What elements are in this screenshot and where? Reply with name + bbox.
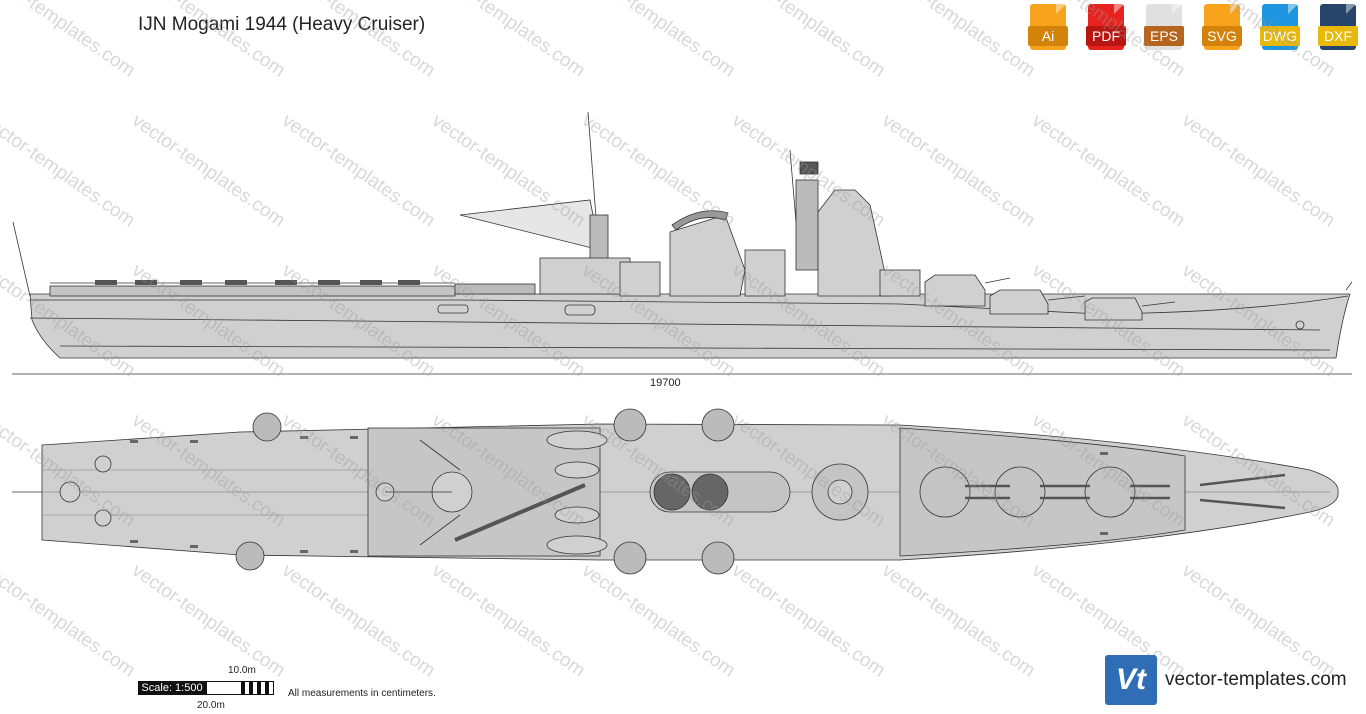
portholes bbox=[437, 304, 1305, 330]
stern-flagpole bbox=[12, 221, 31, 297]
scale-bar bbox=[206, 681, 274, 695]
format-icon-eps[interactable]: EPS bbox=[1144, 4, 1184, 52]
measurement-note: All measurements in centimeters. bbox=[288, 688, 436, 699]
turret-top bbox=[919, 466, 971, 518]
turret-b bbox=[924, 274, 986, 307]
turret-top bbox=[994, 466, 1046, 518]
scale-mark-20m: 20.0m bbox=[197, 700, 225, 711]
scale-mark-10m: 10.0m bbox=[228, 665, 256, 676]
length-dimension: 19700 bbox=[650, 377, 681, 389]
aircraft-rails bbox=[95, 280, 420, 285]
side-hull bbox=[29, 293, 1351, 359]
format-icon-pdf[interactable]: PDF bbox=[1086, 4, 1126, 52]
turret-a1 bbox=[1084, 297, 1143, 321]
scale-label: Scale: 1:500 bbox=[138, 681, 206, 695]
turret-top bbox=[1084, 466, 1136, 518]
aircraft-deck bbox=[49, 285, 456, 297]
format-label: SVG bbox=[1202, 26, 1242, 46]
aft-superstructure bbox=[539, 257, 631, 295]
format-icon-ai[interactable]: Ai bbox=[1028, 4, 1068, 52]
format-label: EPS bbox=[1144, 26, 1184, 46]
bow-jackstaff bbox=[1345, 281, 1353, 291]
turret-a2 bbox=[989, 289, 1049, 315]
page-title: IJN Mogami 1944 (Heavy Cruiser) bbox=[138, 14, 426, 35]
format-label: Ai bbox=[1028, 26, 1068, 46]
brand-site[interactable]: vector-templates.com bbox=[1165, 669, 1347, 690]
catapult-truss bbox=[454, 283, 536, 295]
small-aa-guns bbox=[130, 436, 1108, 553]
aft-derrick-boom bbox=[459, 199, 601, 251]
format-icon-svg[interactable]: SVG bbox=[1202, 4, 1242, 52]
format-icon-dwg[interactable]: DWG bbox=[1260, 4, 1300, 52]
top-view bbox=[12, 408, 1339, 575]
format-label: PDF bbox=[1086, 26, 1126, 46]
aa-mount bbox=[235, 541, 265, 571]
format-label: DXF bbox=[1318, 26, 1358, 46]
side-profile bbox=[12, 111, 1353, 359]
catapult bbox=[454, 483, 586, 542]
format-icon-dxf[interactable]: DXF bbox=[1318, 4, 1358, 52]
aa-mount bbox=[252, 412, 282, 442]
funnel bbox=[669, 214, 746, 297]
bridge-tower bbox=[817, 189, 891, 297]
brand-logo: Vt bbox=[1105, 655, 1157, 705]
format-label: DWG bbox=[1260, 26, 1300, 46]
